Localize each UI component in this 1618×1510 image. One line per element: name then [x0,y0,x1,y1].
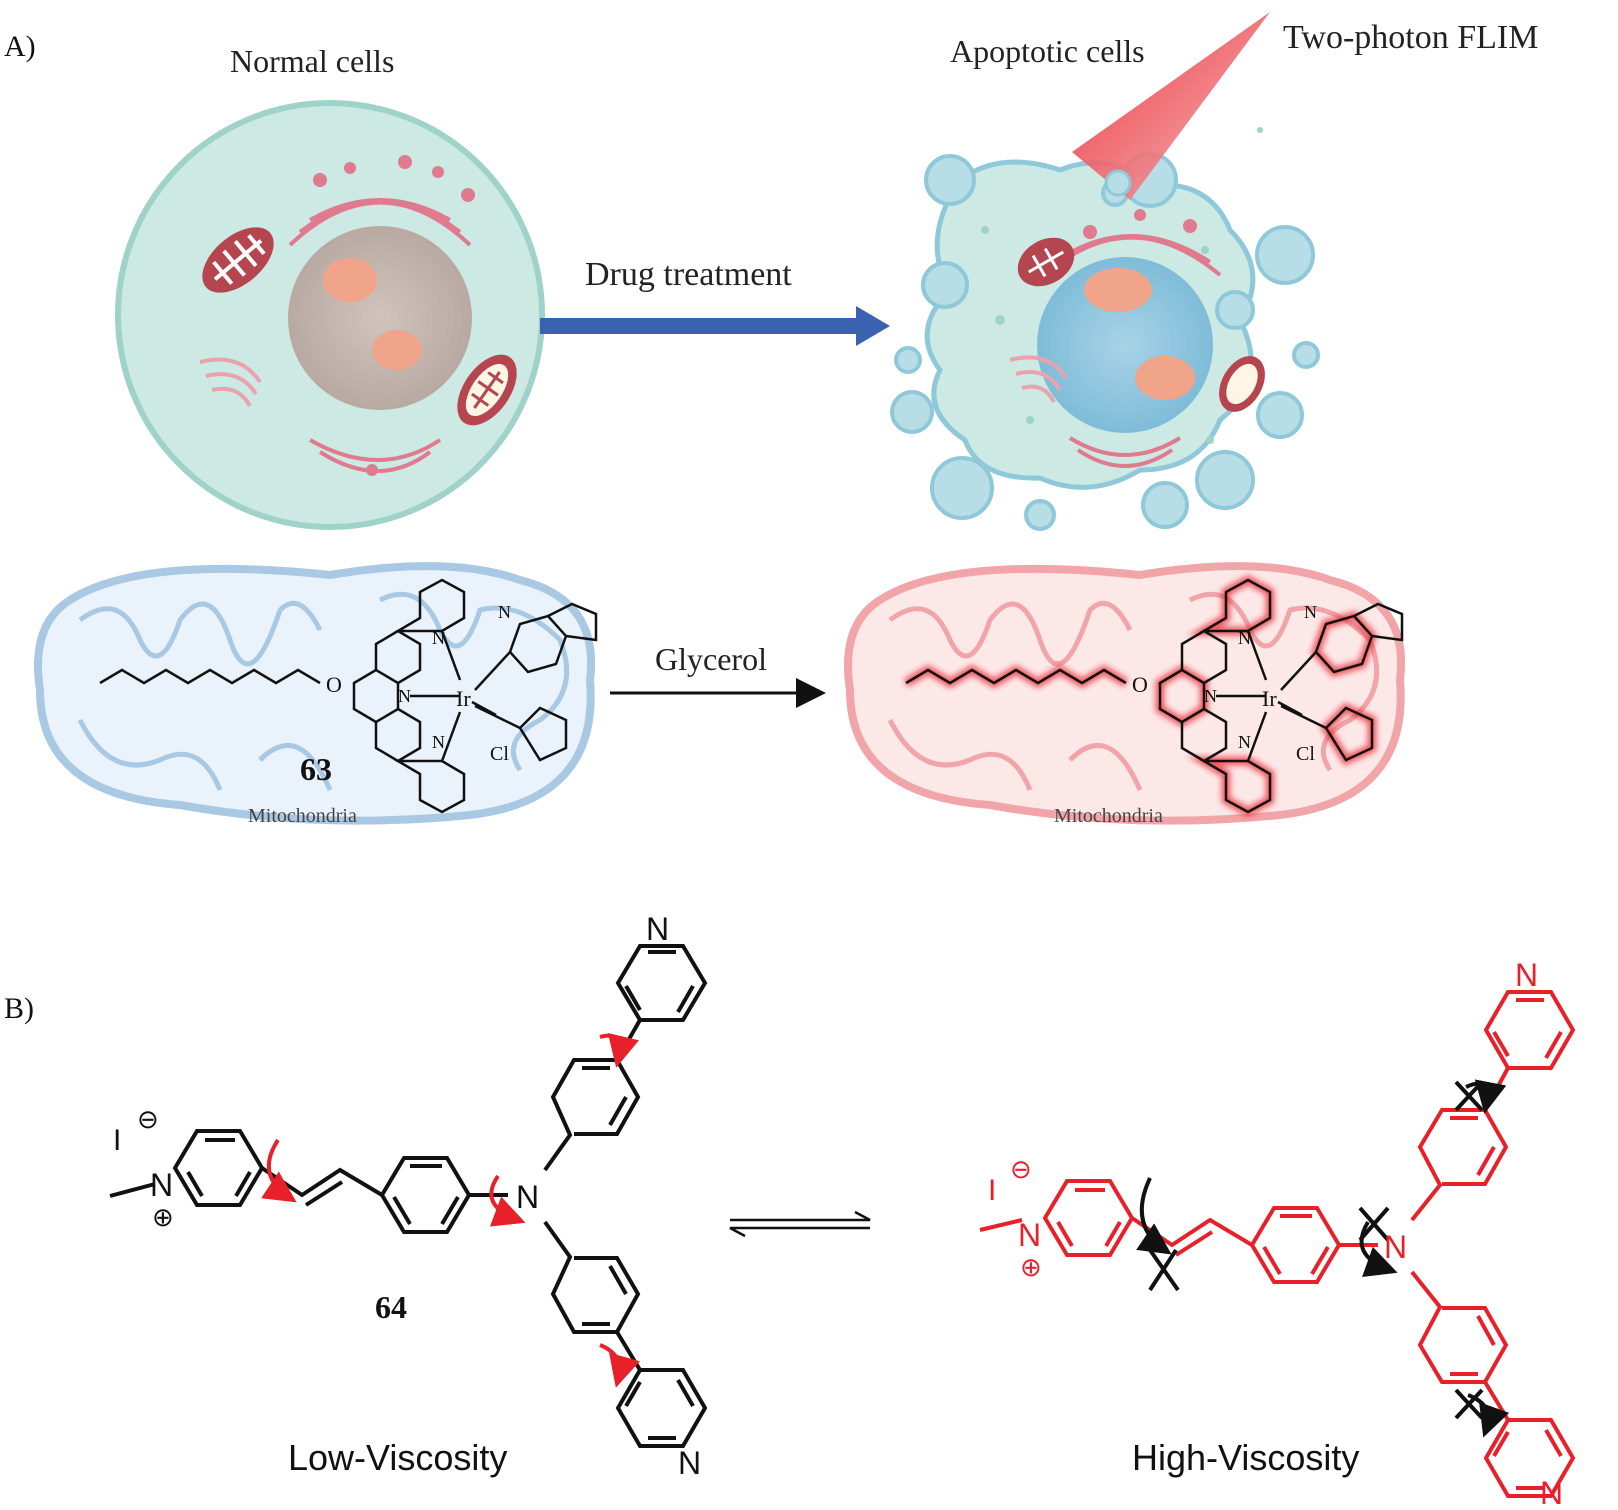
panel-a-label: A) [4,30,36,63]
atom-n-bottom-pyridine-left: N [678,1445,701,1481]
atom-o-left: O [326,672,342,697]
atom-n-left-2: N [398,686,411,706]
low-viscosity-label: Low-Viscosity [288,1437,507,1478]
compound-63-structure-right [905,578,1404,814]
equilibrium-arrows [729,1210,871,1238]
mitochondria-right [844,562,1406,825]
atom-cl-right: Cl [1296,743,1315,765]
apoptotic-cells-title: Apoptotic cells [950,33,1145,69]
compound-64-high-viscosity [979,990,1576,1498]
compound-63-label: 63 [300,751,332,787]
atom-n-pyridinium-right: N [1018,1217,1041,1253]
atom-cl-left: Cl [490,743,509,765]
blocked-rotation-arrows [1136,1079,1510,1438]
mitochondria-label-left: Mitochondria [248,805,357,827]
atom-n-top-pyridine-right: N [1515,957,1538,993]
atom-o-right: O [1132,672,1148,697]
atom-n-right-3: N [1238,732,1251,752]
atom-n-left-4: N [498,602,511,622]
mitochondria-label-right: Mitochondria [1054,805,1163,827]
mitochondria-left [34,562,596,825]
atom-n-amine-right: N [1384,1229,1407,1265]
atom-ir-right: Ir [1262,686,1277,711]
mitochondrion-icon [1219,356,1265,412]
glycerol-label: Glycerol [655,641,767,677]
laser-beam-icon [1072,12,1270,200]
charge-plus-right: ⊕ [1020,1252,1042,1282]
atom-n-right-2: N [1204,686,1217,706]
normal-cells-title: Normal cells [230,43,394,79]
atom-n-bottom-pyridine-right: N [1540,1475,1563,1510]
iodide-right: I [988,1174,996,1207]
atom-n-right-1: N [1238,628,1251,648]
mitochondrion-icon [457,354,517,426]
panel-b-label: B) [4,992,34,1025]
apoptotic-cell [890,127,1320,531]
atom-n-pyridinium-left: N [150,1167,173,1203]
charge-minus-left: ⊖ [137,1104,159,1134]
mitochondrion-icon [202,227,274,293]
charge-minus-right: ⊖ [1010,1154,1032,1184]
atom-n-amine-left: N [516,1179,539,1215]
compound-63-structure [99,578,598,814]
drug-treatment-arrow [540,306,890,346]
normal-cell-nucleus [288,226,472,410]
compound-64-label: 64 [375,1289,407,1325]
atom-n-top-pyridine-left: N [646,911,669,947]
charge-plus-left: ⊕ [152,1202,174,1232]
atom-n-right-4: N [1304,602,1317,622]
high-viscosity-label: High-Viscosity [1132,1437,1359,1478]
atom-n-left-1: N [432,628,445,648]
normal-cell [115,100,545,530]
two-photon-flim-label: Two-photon FLIM [1283,19,1538,56]
rotation-arrows-red [261,1032,640,1388]
atom-ir-left: Ir [456,686,471,711]
drug-treatment-label: Drug treatment [585,256,792,293]
iodide-left: I [113,1124,121,1157]
compound-64-low-viscosity [109,944,708,1448]
mitochondrion-icon [1017,237,1075,287]
atom-n-left-3: N [432,732,445,752]
